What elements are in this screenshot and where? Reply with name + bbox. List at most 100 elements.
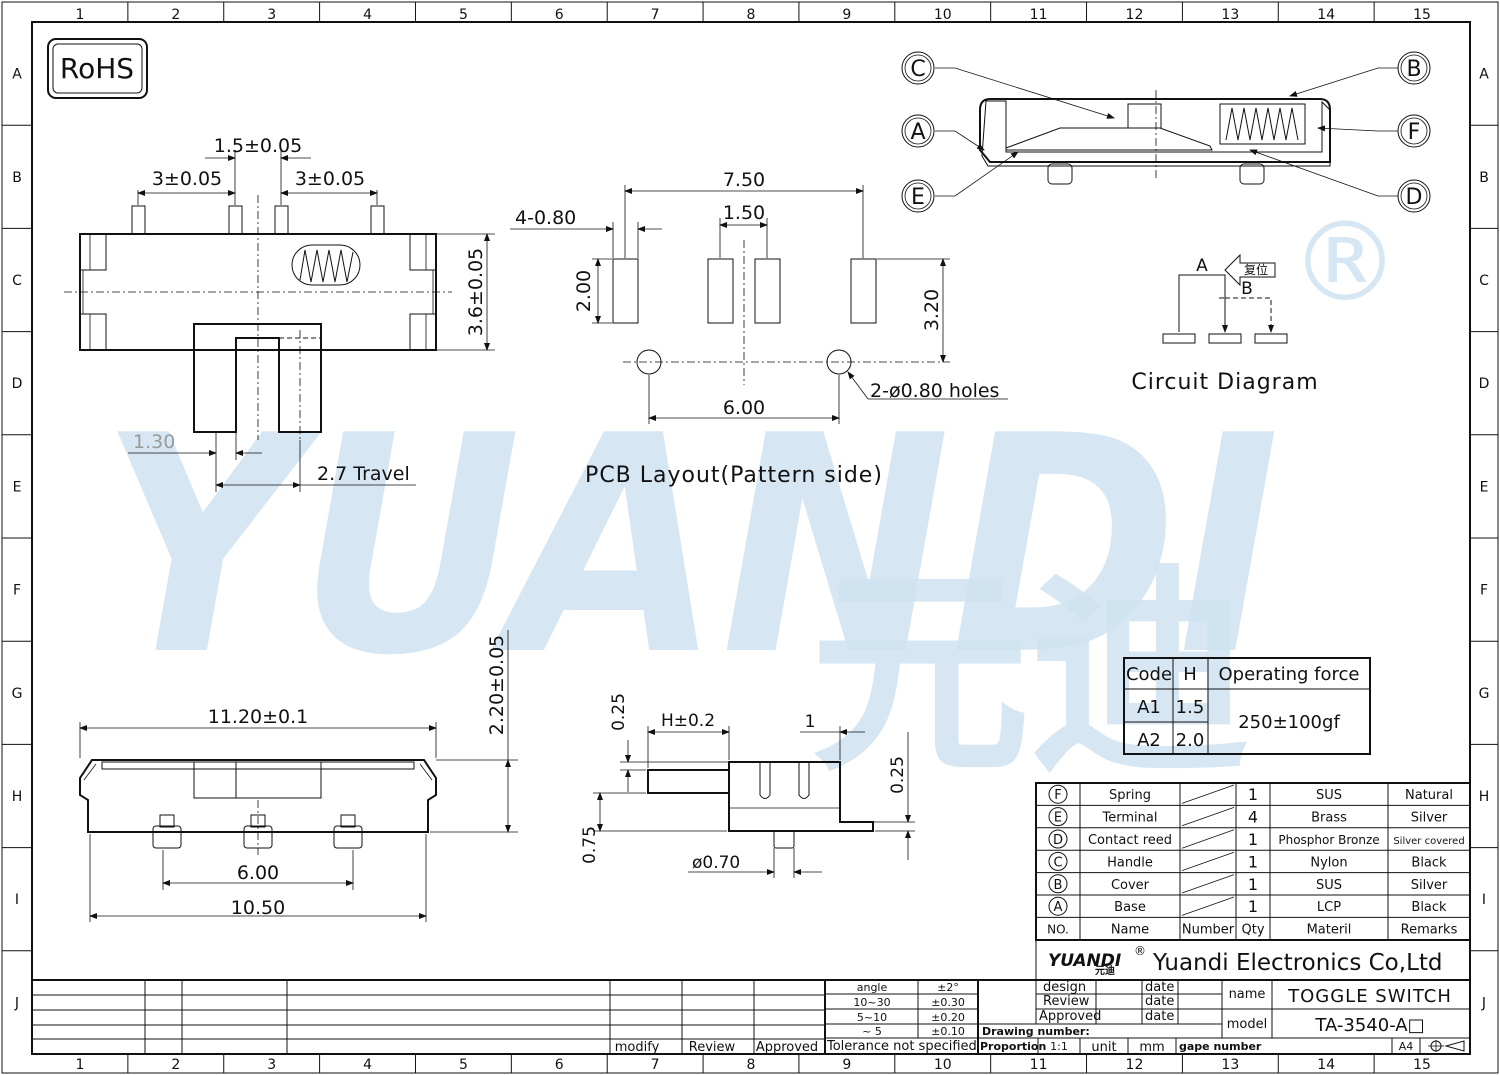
dim-height: 3.6±0.05 bbox=[465, 248, 487, 336]
svg-text:Proportion: Proportion bbox=[980, 1040, 1046, 1053]
grid-col-label: 3 bbox=[267, 1057, 276, 1073]
dim-detail-top: 0.25 bbox=[609, 693, 629, 731]
dim-pitch-mid: 1.5±0.05 bbox=[214, 135, 302, 157]
dim-knob: 1.30 bbox=[133, 431, 175, 453]
grid-row-label: J bbox=[1481, 995, 1486, 1011]
svg-text:B: B bbox=[1406, 57, 1421, 82]
grid-col-label: 4 bbox=[363, 1057, 372, 1073]
grid-col-label: 12 bbox=[1126, 7, 1144, 23]
svg-text:Phosphor Bronze: Phosphor Bronze bbox=[1278, 833, 1379, 847]
svg-text:1.5: 1.5 bbox=[1176, 697, 1205, 718]
svg-text:B: B bbox=[1054, 878, 1063, 893]
grid-row-label: I bbox=[1482, 892, 1486, 908]
svg-text:Natural: Natural bbox=[1405, 788, 1453, 803]
svg-text:Name: Name bbox=[1111, 923, 1149, 938]
dim-pitch-left: 3±0.05 bbox=[152, 168, 222, 190]
svg-text:®: ® bbox=[1134, 944, 1146, 958]
dim-detail-right: 0.25 bbox=[888, 756, 908, 794]
svg-text:1: 1 bbox=[1248, 897, 1258, 916]
dim-pcb-mid: 1.50 bbox=[723, 202, 765, 224]
svg-text:Silver: Silver bbox=[1411, 878, 1448, 893]
grid-col-label: 10 bbox=[934, 1057, 952, 1073]
svg-text:250±100gf: 250±100gf bbox=[1238, 712, 1340, 733]
grid-row-label: E bbox=[13, 479, 22, 495]
grid-col-label: 7 bbox=[651, 7, 660, 23]
grid-row-label: H bbox=[1479, 789, 1490, 805]
svg-text:1: 1 bbox=[1248, 875, 1258, 894]
dim-pcb-total: 7.50 bbox=[723, 169, 765, 191]
watermark-latin: YUANDI bbox=[100, 372, 1280, 721]
svg-text:1: 1 bbox=[1248, 852, 1258, 871]
svg-text:4: 4 bbox=[1248, 808, 1258, 827]
grid-row-label: B bbox=[12, 170, 22, 186]
company-row: YUANDI 元迪 ® Yuandi Electronics Co,Ltd bbox=[1035, 940, 1443, 980]
svg-text:±0.20: ±0.20 bbox=[931, 1011, 965, 1024]
grid-col-label: 5 bbox=[459, 7, 468, 23]
cross-section: C B A F E D bbox=[901, 51, 1431, 213]
svg-text:10~30: 10~30 bbox=[853, 996, 890, 1009]
svg-text:angle: angle bbox=[857, 981, 888, 994]
svg-text:Approved: Approved bbox=[1039, 1009, 1101, 1024]
svg-text:Review: Review bbox=[1043, 994, 1090, 1009]
circuit-diagram: A B 复位 Circuit Diagram bbox=[1131, 253, 1318, 395]
svg-text:E: E bbox=[911, 185, 925, 210]
watermark-reg: ® bbox=[1290, 198, 1400, 326]
svg-text:2.0: 2.0 bbox=[1176, 730, 1205, 751]
circuit-title: Circuit Diagram bbox=[1131, 370, 1318, 395]
dim-pcb-pad-h: 2.00 bbox=[573, 270, 595, 312]
title-block: modify Review Approved angle ±2° 10~30 ±… bbox=[32, 979, 1470, 1055]
label-b: B bbox=[1397, 51, 1431, 85]
grid-col-label: 9 bbox=[842, 7, 851, 23]
svg-text:D: D bbox=[1053, 833, 1063, 848]
grid-col-label: 4 bbox=[363, 7, 372, 23]
dim-travel: 2.7 Travel bbox=[317, 463, 410, 485]
top-view: 3±0.05 3±0.05 1.5±0.05 3.6±0.05 1.30 2.7… bbox=[64, 135, 495, 492]
svg-text:Tolerance not specified: Tolerance not specified bbox=[826, 1039, 977, 1054]
dim-detail-left: 0.75 bbox=[580, 826, 600, 864]
svg-text:SUS: SUS bbox=[1316, 788, 1342, 803]
svg-text:unit: unit bbox=[1091, 1040, 1116, 1055]
grid-row-label: G bbox=[1479, 686, 1490, 702]
grid-col-label: 2 bbox=[171, 7, 180, 23]
svg-text:H: H bbox=[1183, 664, 1197, 685]
force-table: Code H Operating force A1 1.5 A2 2.0 250… bbox=[1123, 657, 1371, 755]
grid-col-label: 6 bbox=[555, 7, 564, 23]
svg-text:E: E bbox=[1054, 811, 1062, 826]
grid-row-label: G bbox=[12, 686, 23, 702]
svg-text:Handle: Handle bbox=[1107, 855, 1153, 870]
svg-text:±0.30: ±0.30 bbox=[931, 996, 965, 1009]
grid-col-label: 13 bbox=[1221, 7, 1239, 23]
grid-col-label: 7 bbox=[651, 1057, 660, 1073]
pcb-title: PCB Layout(Pattern side) bbox=[585, 463, 883, 488]
svg-text:±0.10: ±0.10 bbox=[931, 1025, 965, 1038]
grid-row-label: A bbox=[1479, 67, 1489, 83]
grid-row-label: B bbox=[1479, 170, 1489, 186]
svg-text:F: F bbox=[1054, 788, 1061, 803]
label-d: D bbox=[1397, 179, 1431, 213]
svg-text:date: date bbox=[1145, 980, 1174, 995]
grid-row-label: C bbox=[12, 273, 22, 289]
pcb-layout: 7.50 4-0.80 1.50 2.00 3.20 6.00 2-ø0.80 … bbox=[510, 169, 1008, 488]
svg-text:A: A bbox=[910, 120, 925, 145]
svg-text:NO.: NO. bbox=[1047, 923, 1069, 937]
svg-text:C: C bbox=[910, 57, 925, 82]
svg-text:Remarks: Remarks bbox=[1401, 923, 1458, 938]
svg-text:Terminal: Terminal bbox=[1102, 811, 1158, 826]
svg-text:5~10: 5~10 bbox=[857, 1011, 887, 1024]
circuit-label-a: A bbox=[1196, 256, 1208, 276]
label-a: A bbox=[901, 114, 935, 148]
rohs-label: RoHS bbox=[60, 52, 134, 85]
svg-text:gape number: gape number bbox=[1179, 1040, 1262, 1053]
grid-col-label: 15 bbox=[1413, 1057, 1431, 1073]
grid-col-label: 10 bbox=[934, 7, 952, 23]
grid-row-label: J bbox=[14, 995, 19, 1011]
svg-text:1: 1 bbox=[1248, 830, 1258, 849]
dim-side-height: 2.20±0.05 bbox=[486, 635, 508, 736]
dim-side-span: 10.50 bbox=[231, 897, 285, 919]
svg-text:A2: A2 bbox=[1137, 730, 1161, 751]
